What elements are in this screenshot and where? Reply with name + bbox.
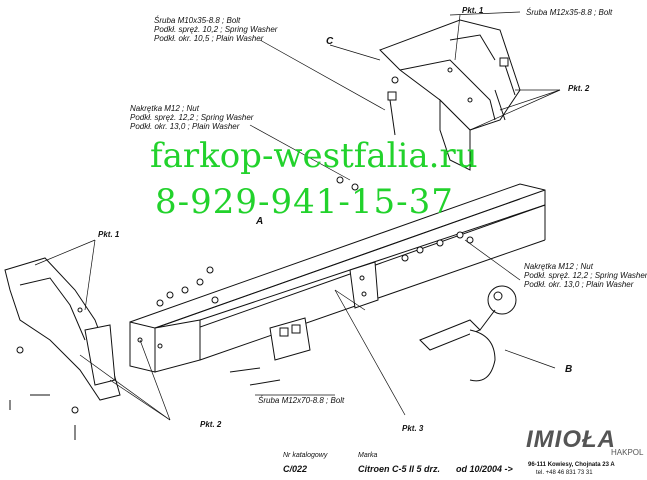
- vehicle-model: Citroen C-5 II 5 drz.: [358, 464, 441, 474]
- callout-pkt3: Pkt. 3: [402, 424, 424, 433]
- logo-hakpol: HAKPOL: [611, 448, 644, 457]
- part-letter-c: C: [326, 36, 334, 47]
- watermark-url: farkop-westfalia.ru: [150, 136, 478, 176]
- label-nut-left-line1: Nakrętka M12 ; Nut: [130, 104, 199, 113]
- company-address: 96-111 Kowiesy, Chojnata 23 A: [528, 462, 615, 468]
- socket-plate: [269, 317, 311, 361]
- callout-pkt1-top: Pkt. 1: [462, 6, 484, 15]
- bracket-right: [379, 19, 521, 171]
- crossbar-a: [129, 183, 546, 373]
- tow-ball-b: [419, 285, 517, 382]
- label-nut-left: Nakrętka M12 ; Nut Podkł. spręż. 12,2 ; …: [130, 104, 253, 131]
- bracket-left: [4, 257, 121, 401]
- label-nut-left-line3: Podkł. okr. 13,0 ; Plain Washer: [130, 122, 240, 131]
- label-bolt-m12-top: Śruba M12x35-8.8 ; Bolt: [526, 8, 613, 17]
- label-nut-right-line1: Nakrętka M12 ; Nut: [524, 262, 593, 271]
- label-nut-right-line2: Podkł. spręż. 12,2 ; Spring Washer: [524, 271, 647, 280]
- leader-lines: [34, 11, 561, 421]
- vehicle-date: od 10/2004 ->: [456, 464, 513, 474]
- brand-label: Marka: [358, 452, 378, 459]
- logo-imiola: IMIOŁA: [526, 426, 616, 454]
- center-plate: [349, 261, 379, 309]
- label-bolt-m10: Śruba M10x35-8.8 ; Bolt Podkł. spręż. 10…: [154, 16, 277, 43]
- callout-pkt2-bottom: Pkt. 2: [200, 420, 222, 429]
- label-nut-left-line2: Podkł. spręż. 12,2 ; Spring Washer: [130, 113, 254, 122]
- label-bolt-m10-line1: Śruba M10x35-8.8 ; Bolt: [154, 16, 241, 25]
- catalog-value: C/022: [283, 464, 308, 474]
- callout-pkt1-left: Pkt. 1: [98, 230, 120, 239]
- callout-pkt2-right: Pkt. 2: [568, 84, 590, 93]
- label-bolt-m10-line2: Podkł. spręż. 10,2 ; Spring Washer: [154, 25, 278, 34]
- part-letter-a: A: [256, 216, 264, 227]
- label-bolt-m10-line3: Podkł. okr. 10,5 ; Plain Washer: [154, 34, 264, 43]
- label-nut-right: Nakrętka M12 ; Nut Podkł. spręż. 12,2 ; …: [524, 262, 647, 289]
- watermark-phone: 8-929-941-15-37: [155, 182, 454, 222]
- catalog-label: Nr katalogowy: [283, 452, 328, 459]
- nuts-washers: [16, 76, 474, 414]
- company-phone: tel. +48 46 831 73 31: [536, 470, 593, 476]
- bolts: [9, 57, 516, 440]
- label-nut-right-line3: Podkł. okr. 13,0 ; Plain Washer: [524, 280, 634, 289]
- part-letter-b: B: [565, 364, 573, 375]
- logo-text: IMIOŁA: [526, 426, 616, 453]
- label-bolt-m12x70: Śruba M12x70-8.8 ; Bolt: [258, 396, 345, 405]
